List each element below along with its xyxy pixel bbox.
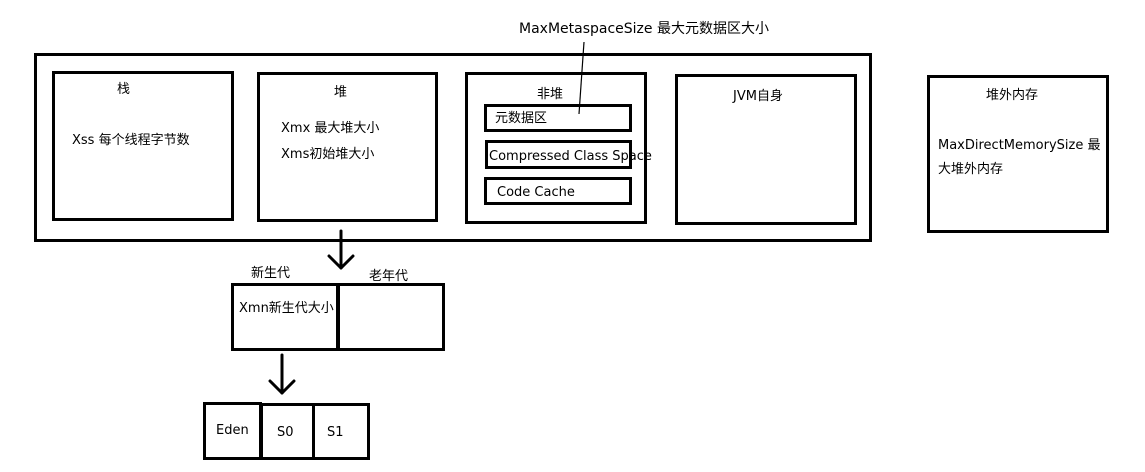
stack-xss-label: Xss 每个线程字节数 (72, 133, 190, 148)
heap-to-generations-arrow (327, 229, 355, 270)
eden-box (203, 402, 262, 460)
jvm-self-box (675, 74, 857, 225)
old-gen-box (337, 283, 445, 351)
metaspace-annotation: MaxMetaspaceSize 最大元数据区大小 (519, 21, 769, 37)
s0-label: S0 (277, 425, 294, 440)
young-to-survivor-arrow (268, 353, 296, 395)
stack-title: 栈 (117, 82, 131, 97)
compressed-class-space-label: Compressed Class Space (489, 149, 652, 164)
s1-label: S1 (327, 425, 344, 440)
nonheap-title: 非堆 (537, 87, 564, 102)
offheap-box (927, 75, 1109, 233)
offheap-title: 堆外内存 (986, 88, 1039, 103)
metaspace-box (484, 104, 632, 132)
metaspace-label: 元数据区 (495, 111, 548, 126)
old-gen-label: 老年代 (369, 269, 409, 284)
eden-label: Eden (216, 423, 249, 438)
jvm-self-title: JVM自身 (733, 89, 783, 104)
s0-box (260, 403, 315, 460)
stack-box (52, 71, 234, 221)
heap-xmx-label: Xmx 最大堆大小 (281, 121, 380, 136)
heap-xms-label: Xms初始堆大小 (281, 147, 375, 162)
code-cache-box (484, 177, 632, 205)
s1-box (312, 403, 370, 460)
offheap-desc: MaxDirectMemorySize 最大堆外内存 (938, 138, 1101, 177)
heap-title: 堆 (334, 85, 348, 100)
heap-box (257, 72, 438, 222)
code-cache-label: Code Cache (497, 185, 575, 200)
annotation-leader-line (578, 41, 585, 115)
young-gen-label: 新生代 (251, 266, 291, 281)
compressed-class-space-box (485, 140, 632, 169)
young-gen-size-label: Xmn新生代大小 (239, 301, 334, 316)
